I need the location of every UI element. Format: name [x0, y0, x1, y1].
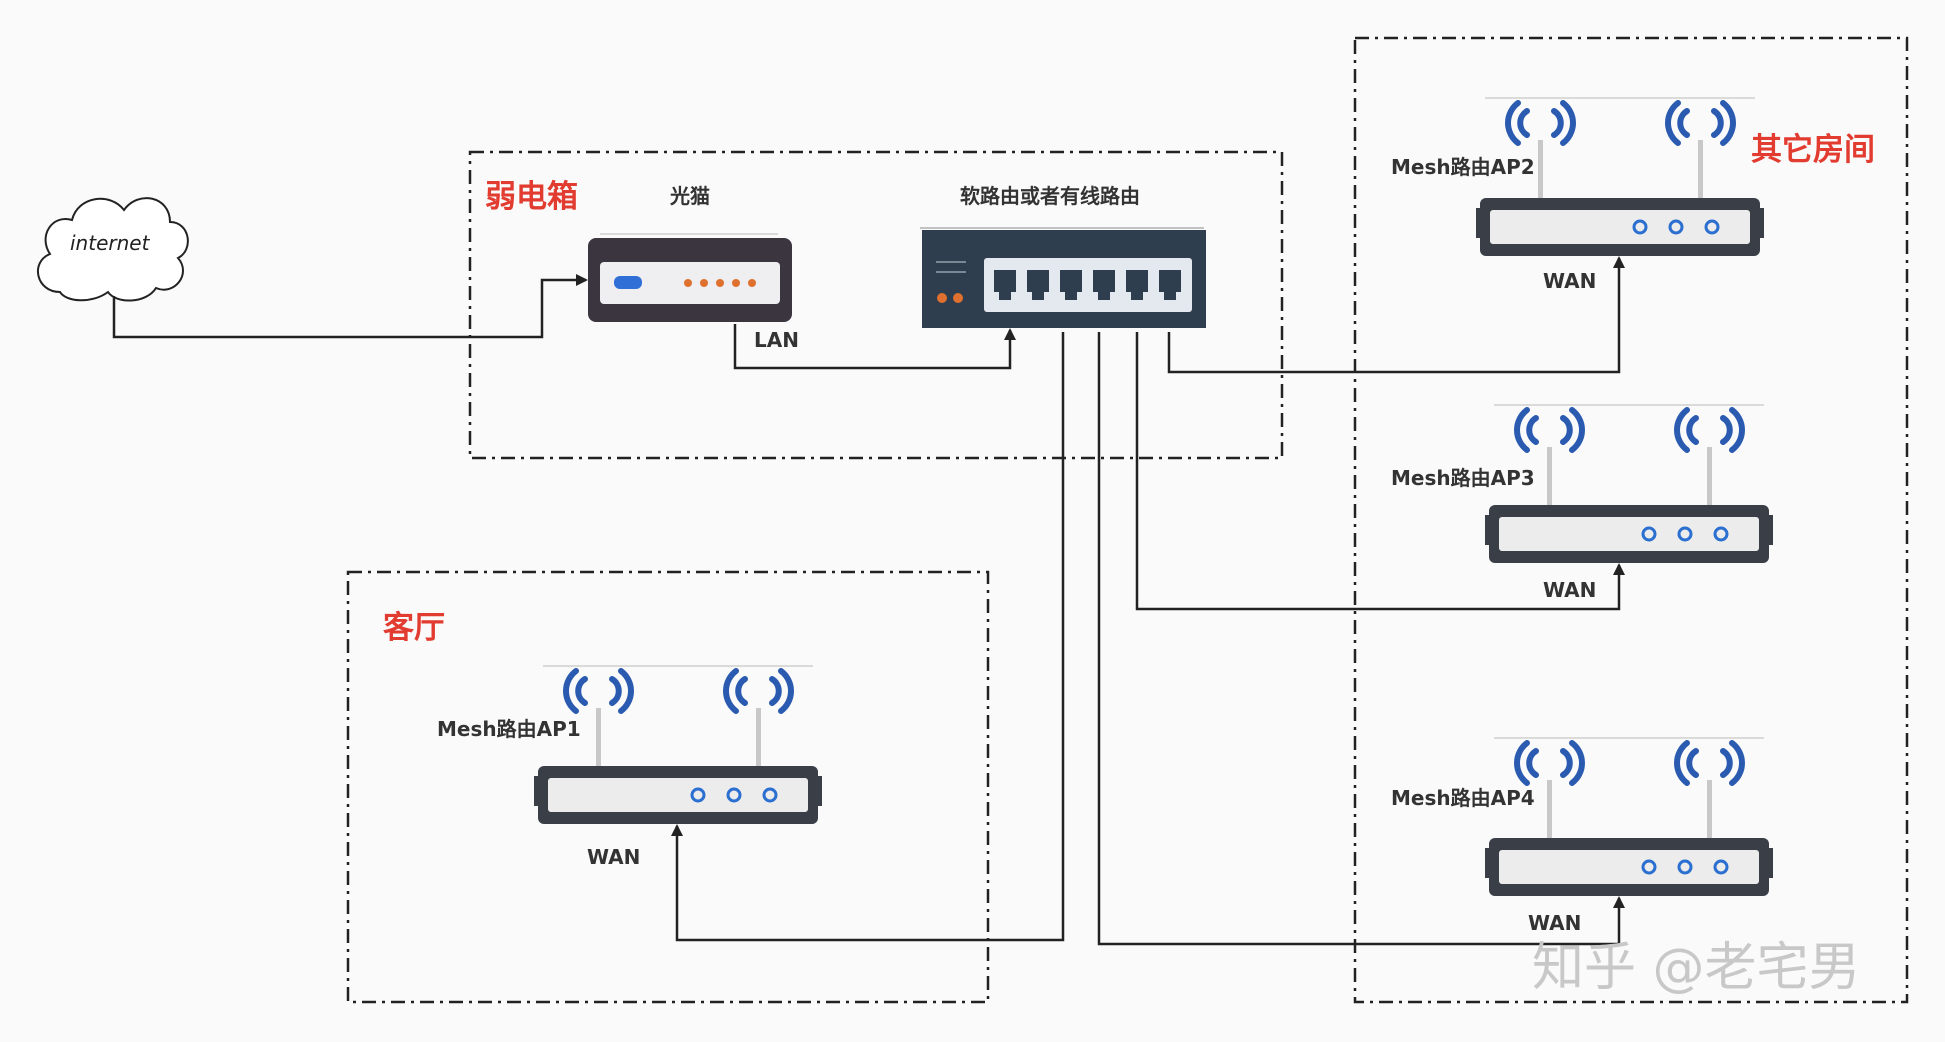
wire-modem-lan-to-router — [733, 324, 1016, 370]
mesh-ap2-label: Mesh路由AP2 — [1391, 155, 1535, 179]
wire-router-to-ap2 — [1167, 256, 1625, 374]
mesh-ap4-label: Mesh路由AP4 — [1391, 786, 1535, 810]
mesh-ap1-label: Mesh路由AP1 — [437, 717, 581, 741]
wire-router-to-ap1 — [671, 332, 1065, 942]
internet-cloud-icon — [37, 197, 189, 302]
main-router-label: 软路由或者有线路由 — [960, 184, 1140, 208]
living-room-title: 客厅 — [383, 610, 445, 646]
wire-router-to-ap4 — [1097, 332, 1625, 946]
watermark: 知乎 @老宅男 — [1532, 938, 1861, 998]
mesh-ap4-icon — [1485, 738, 1773, 896]
ap2-wan-label: WAN — [1543, 269, 1596, 293]
mesh-ap1-icon — [534, 666, 822, 824]
modem-label: 光猫 — [669, 184, 710, 208]
wire-router-to-ap3 — [1135, 332, 1625, 611]
mesh-ap3-label: Mesh路由AP3 — [1391, 466, 1535, 490]
internet-label: internet — [70, 231, 151, 255]
weak-box-title: 弱电箱 — [485, 179, 578, 215]
modem-icon — [588, 233, 792, 322]
other-rooms-zone — [1353, 36, 1909, 1004]
main-router-icon — [920, 227, 1206, 328]
weak-box-zone — [468, 150, 1284, 460]
wire-internet-to-modem — [112, 274, 588, 339]
living-room-zone — [346, 570, 990, 1004]
other-rooms-title: 其它房间 — [1751, 132, 1875, 168]
ap4-wan-label: WAN — [1528, 911, 1581, 935]
modem-lan-label: LAN — [754, 328, 799, 352]
ap3-wan-label: WAN — [1543, 578, 1596, 602]
ap1-wan-label: WAN — [587, 845, 640, 869]
